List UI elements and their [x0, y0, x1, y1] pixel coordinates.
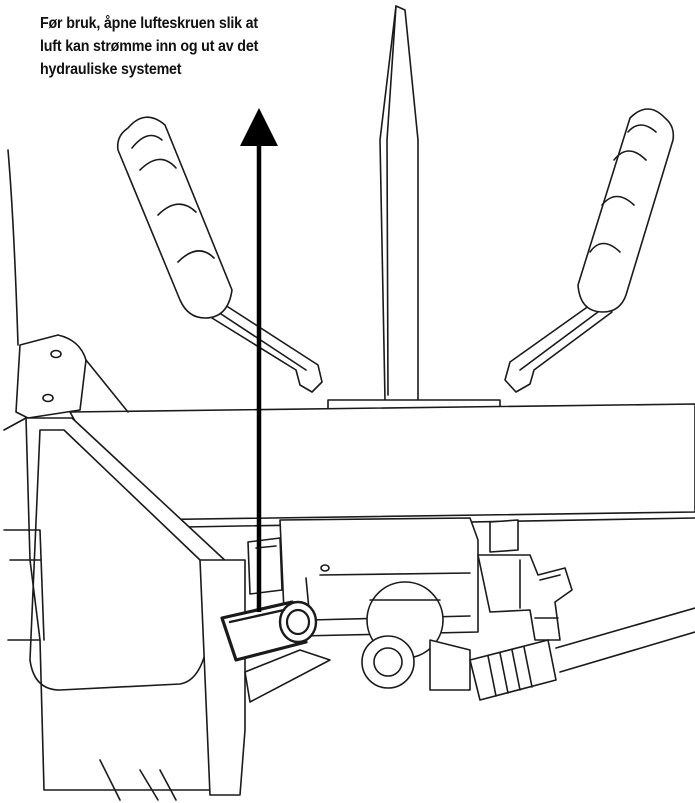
center-blade — [379, 5, 419, 409]
caption-line-3: hydrauliske systemet — [40, 61, 182, 78]
caption-line-2: luft kan strømme inn og ut av det — [40, 38, 259, 55]
caption-line-1: Før bruk, åpne lufteskruen slik at — [40, 15, 259, 32]
left-post — [7, 149, 129, 419]
left-lever — [116, 116, 323, 393]
elbow-fitting — [477, 519, 573, 641]
air-vent-screw — [220, 600, 318, 662]
screw-bracket — [244, 649, 331, 703]
instruction-caption: Før bruk, åpne lufteskruen slik at luft … — [40, 12, 334, 81]
hydraulic-hose — [429, 607, 695, 701]
up-arrow-icon — [240, 108, 278, 612]
round-fitting — [361, 581, 444, 689]
right-lever — [504, 108, 675, 393]
